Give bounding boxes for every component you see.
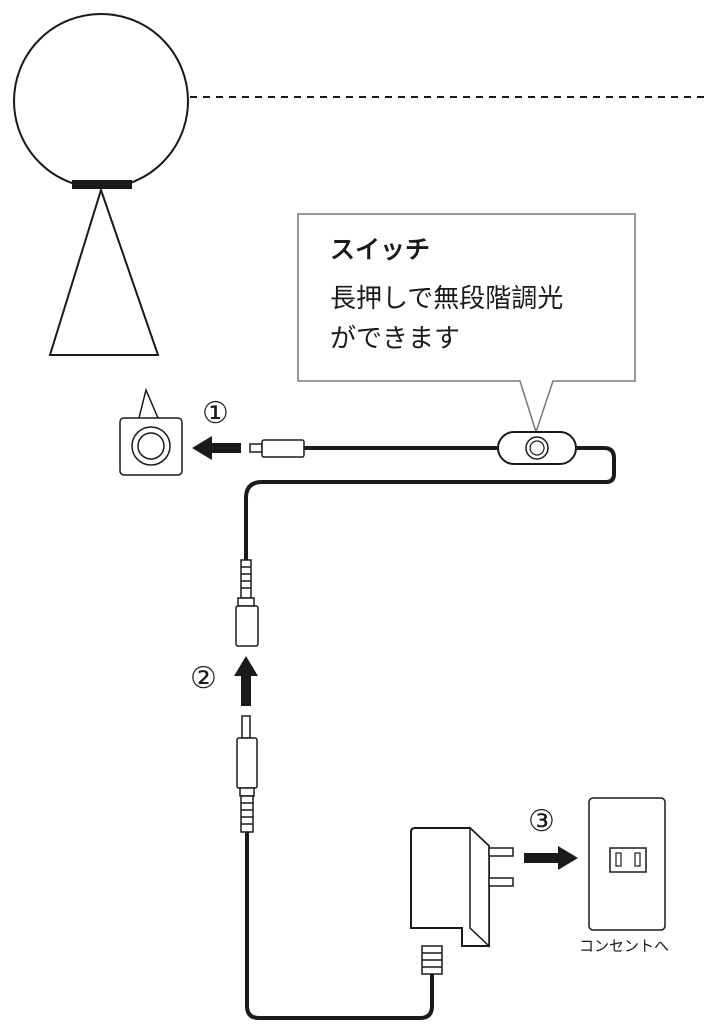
callout-line-2: ができます bbox=[330, 324, 460, 354]
lamp-globe-icon bbox=[13, 13, 189, 356]
cable-switch-plug bbox=[249, 439, 498, 458]
barrel-plug-icon bbox=[236, 715, 258, 833]
dc-jack-icon bbox=[119, 387, 183, 476]
inline-switch-icon bbox=[497, 431, 577, 465]
callout-title: スイッチ bbox=[330, 235, 430, 264]
callout-line-1: 長押しで無段階調光 bbox=[330, 284, 563, 314]
wall-outlet-icon bbox=[588, 797, 666, 931]
outlet-label: コンセントへ bbox=[579, 937, 669, 955]
cable-switch-to-jack bbox=[244, 446, 616, 560]
step-3-label: ③ bbox=[528, 804, 555, 839]
arrow-left-icon bbox=[192, 436, 241, 460]
cable-adapter bbox=[245, 832, 434, 1020]
step-2-label: ② bbox=[190, 661, 217, 696]
arrow-right-icon bbox=[524, 846, 578, 870]
ac-adapter-icon bbox=[410, 826, 514, 975]
arrow-up-icon bbox=[234, 656, 258, 706]
step-1-label: ① bbox=[202, 396, 229, 431]
female-jack-icon bbox=[235, 559, 259, 647]
switch-callout: スイッチ 長押しで無段階調光 ができます bbox=[297, 213, 636, 435]
